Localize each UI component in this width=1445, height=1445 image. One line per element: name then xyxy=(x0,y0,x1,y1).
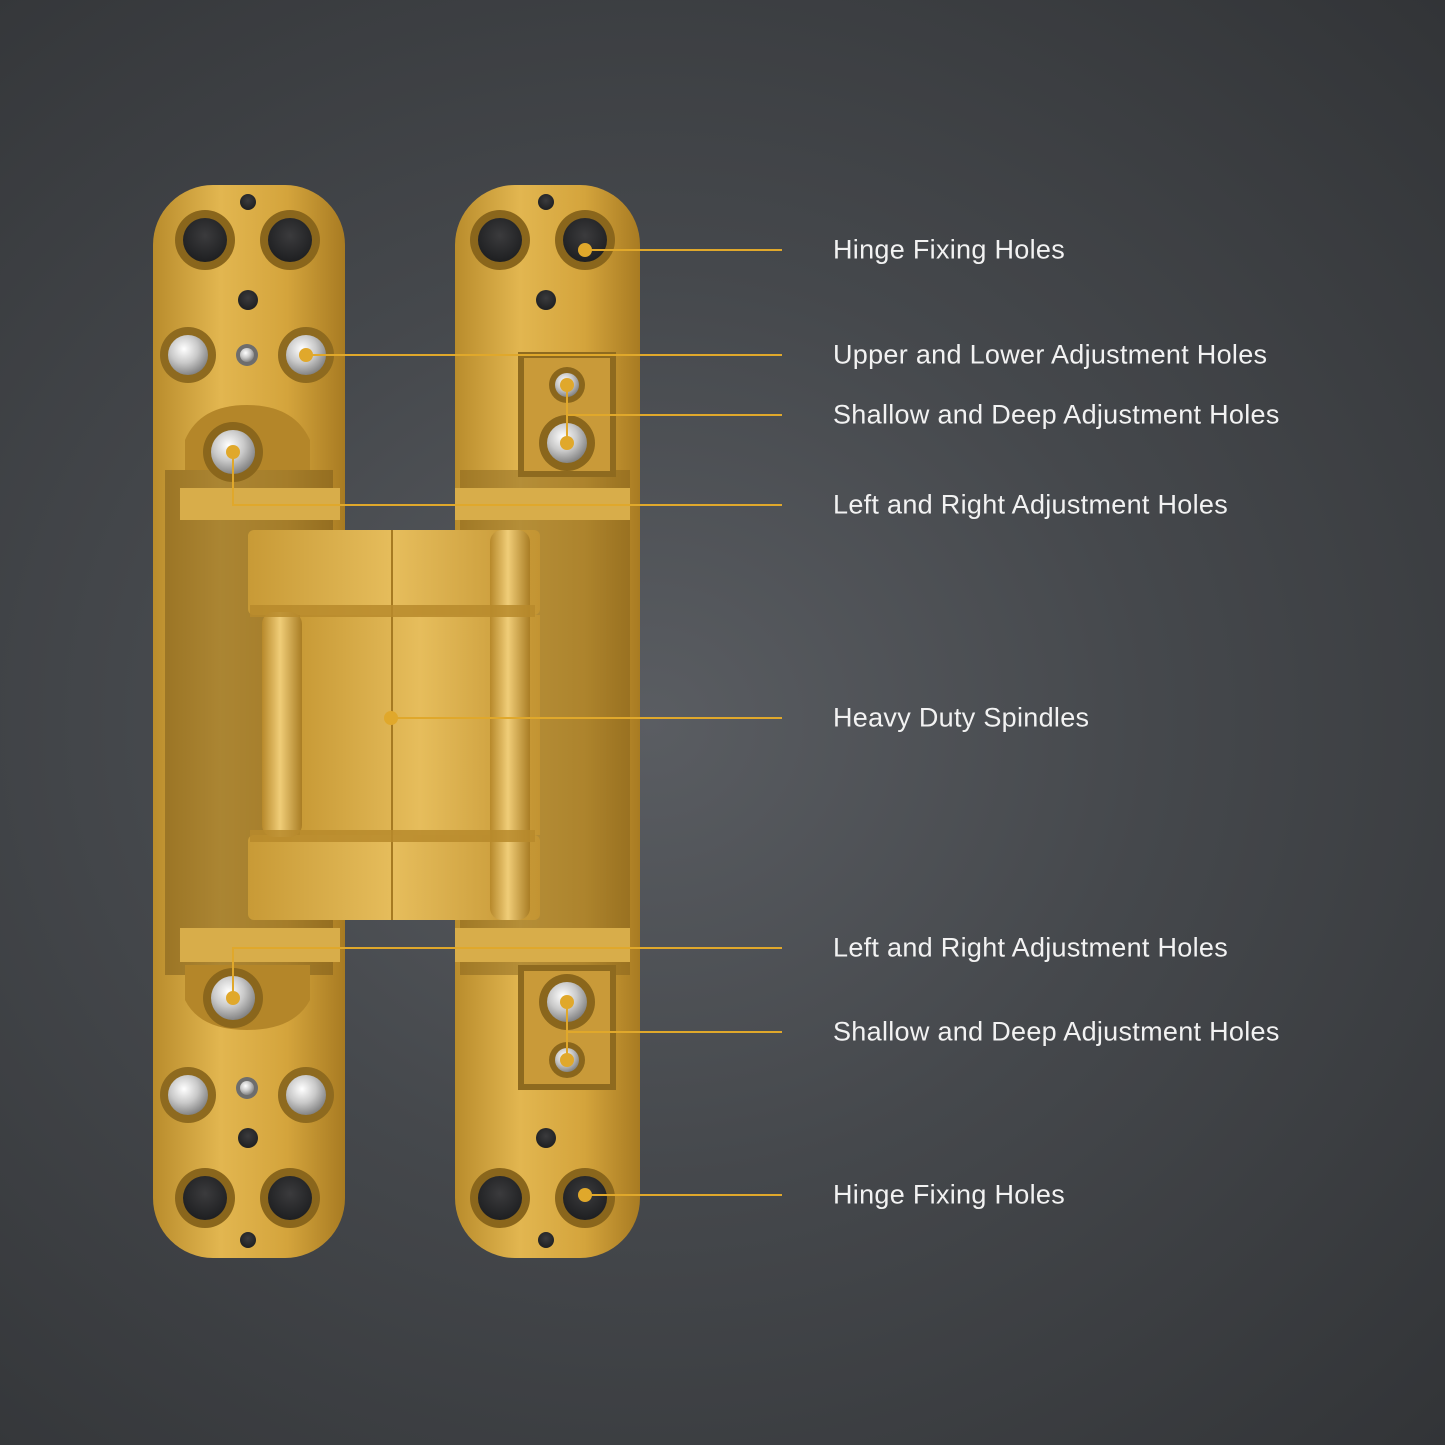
callout-label-hinge-fixing-holes-top: Hinge Fixing Holes xyxy=(833,234,1065,265)
hinge-artwork xyxy=(153,185,640,1258)
callout-dot-shallow-deep-adjustment-holes-bottom-2 xyxy=(560,1053,574,1067)
callout-label-shallow-deep-adjustment-holes-bottom: Shallow and Deep Adjustment Holes xyxy=(833,1016,1280,1047)
callout-dot-upper-lower-adjustment-holes xyxy=(299,348,313,362)
spindle-pin-left xyxy=(262,612,302,837)
callout-label-heavy-duty-spindles: Heavy Duty Spindles xyxy=(833,702,1090,733)
spindle-lower-arm xyxy=(248,835,540,920)
callout-dot-hinge-fixing-holes-top xyxy=(578,243,592,257)
callout-label-upper-lower-adjustment-holes: Upper and Lower Adjustment Holes xyxy=(833,339,1268,370)
leader-line-left-right-adjustment-holes-bottom xyxy=(232,947,782,998)
left-lower-adjustment-screws xyxy=(160,1067,334,1123)
leader-line-left-right-adjustment-holes-top xyxy=(232,452,782,506)
callout-dot-heavy-duty-spindles xyxy=(384,711,398,725)
leader-line-shallow-deep-adjustment-holes-bottom xyxy=(566,1002,782,1060)
callout-label-shallow-deep-adjustment-holes-top: Shallow and Deep Adjustment Holes xyxy=(833,399,1280,430)
callout-dot-shallow-deep-adjustment-holes-top-2 xyxy=(560,436,574,450)
spindle-pin-right xyxy=(490,530,530,920)
right-plate-lower-bar xyxy=(455,928,630,962)
callout-label-hinge-fixing-holes-bottom: Hinge Fixing Holes xyxy=(833,1179,1065,1210)
callout-label-left-right-adjustment-holes-bottom: Left and Right Adjustment Holes xyxy=(833,932,1229,963)
left-top-fixing-holes xyxy=(175,194,320,310)
callout-dot-left-right-adjustment-holes-top xyxy=(226,445,240,459)
spindle-body xyxy=(248,530,540,920)
spindle-upper-arm xyxy=(248,530,540,615)
left-plate-lower-bar xyxy=(180,928,340,962)
callout-dot-hinge-fixing-holes-bottom xyxy=(578,1188,592,1202)
callout-dot-left-right-adjustment-holes-bottom xyxy=(226,991,240,1005)
callout-label-left-right-adjustment-holes-top: Left and Right Adjustment Holes xyxy=(833,489,1229,520)
callout-dot-shallow-deep-adjustment-holes-top xyxy=(560,378,574,392)
callout-leader-lines xyxy=(226,243,782,1202)
left-bottom-fixing-holes xyxy=(175,1128,320,1248)
leader-line-shallow-deep-adjustment-holes-top xyxy=(566,385,782,443)
callout-dot-shallow-deep-adjustment-holes-bottom xyxy=(560,995,574,1009)
